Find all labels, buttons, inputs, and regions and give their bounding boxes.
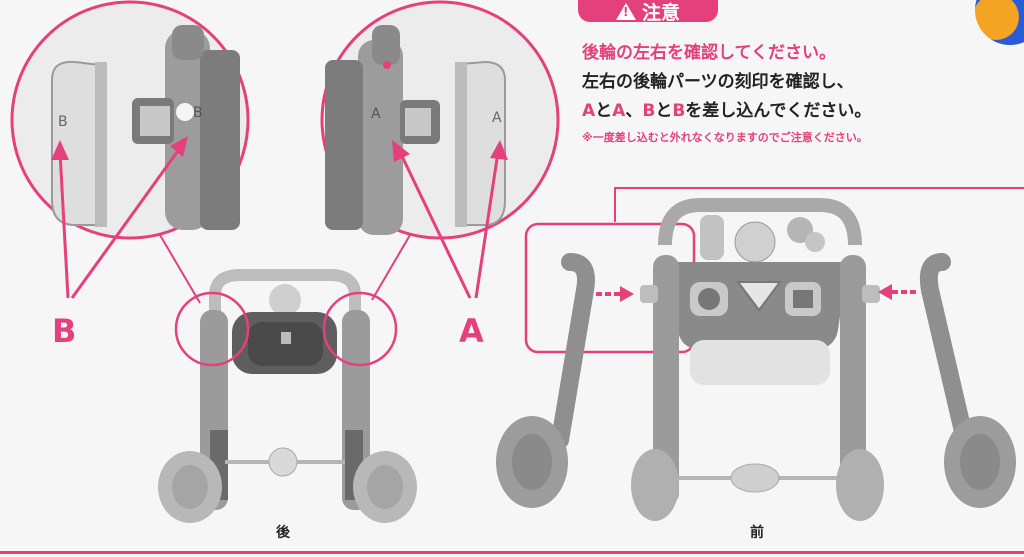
warning-badge-label: 注意 (641, 1, 680, 24)
warning-line-2: 左右の後輪パーツの刻印を確認し、 (582, 72, 854, 92)
warning-line-3: AとA、BとBを差し込んでください。 (582, 96, 871, 121)
stamp-a-frame: A (371, 106, 381, 122)
rear-view-caption: 後 (276, 525, 290, 541)
bottom-divider (0, 551, 1024, 554)
warning-badge: 注意 (578, 0, 718, 24)
letter-b-2: B (672, 101, 686, 121)
marker-b-label: B (52, 312, 77, 350)
stamp-b-wheel: B (58, 114, 68, 130)
letter-a-1: A (582, 101, 596, 121)
conj-to-2: と (655, 101, 673, 121)
stamp-b-frame: B (193, 105, 203, 121)
warning-note: ※一度差し込むと外れなくなりますのでご注意ください。 (582, 131, 868, 144)
comma: 、 (625, 101, 643, 121)
front-view-caption: 前 (750, 525, 764, 541)
front-view-walker (496, 187, 1024, 521)
rear-view-walker (158, 269, 417, 523)
arrows-b (51, 136, 188, 299)
arrows-a (392, 140, 508, 299)
stamp-a-wheel: A (492, 110, 502, 126)
zoom-circle-a: A A (320, 0, 560, 240)
letter-b-1: B (642, 101, 656, 121)
warning-icon (615, 2, 636, 20)
conj-to-1: と (595, 101, 613, 121)
letter-a-2: A (612, 101, 626, 121)
warning-title: 後輪の左右を確認してください。 (582, 43, 836, 63)
zoom-circle-b: B B (10, 0, 250, 240)
instruction-rest: を差し込んでください。 (685, 101, 872, 121)
marker-a-label: A (459, 312, 484, 350)
